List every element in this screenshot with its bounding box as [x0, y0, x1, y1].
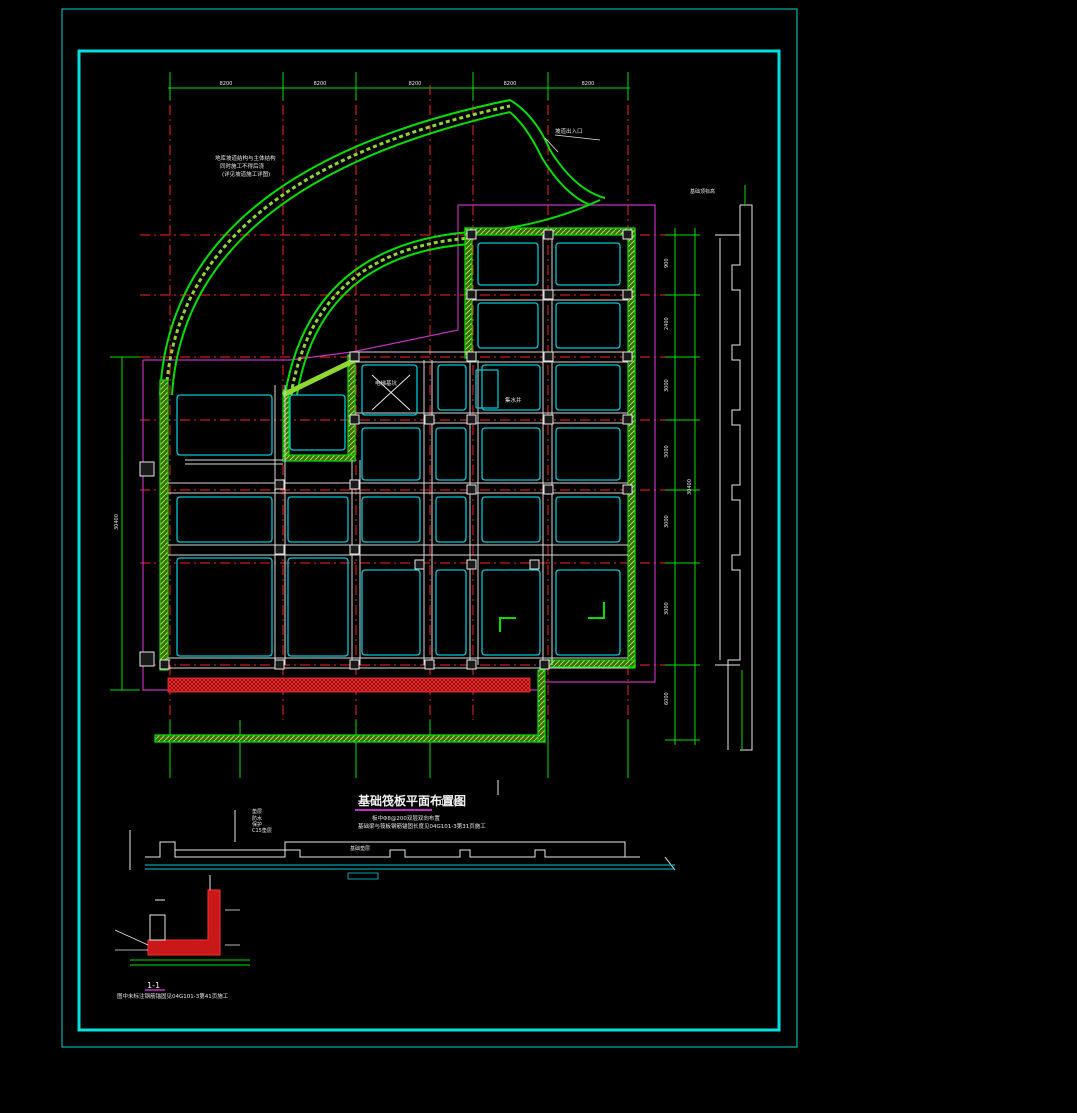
ramp-walls — [159, 99, 606, 396]
inner-sheet-frame — [77, 49, 781, 1032]
svg-text:保护: 保护 — [252, 821, 262, 828]
section-note: 图中未标注钢筋锚固见04G101-3第41页施工 — [117, 992, 229, 1000]
dim-label: 3000 — [664, 379, 670, 392]
diagonal-wall — [281, 357, 357, 398]
dim-label: 8200 — [314, 81, 327, 87]
drain-stub — [185, 459, 283, 465]
dim-total-label: 30400 — [687, 479, 693, 495]
dim-label: 8200 — [220, 81, 233, 87]
dim-label: 6000 — [664, 692, 670, 705]
right-dimension-labels: 900 2400 3000 3000 3000 3000 6000 30400 … — [114, 258, 693, 705]
ramp-entry-leader — [554, 134, 601, 141]
note-line: 板中Φ8@200双层双向布置 — [372, 814, 440, 822]
corner-marks — [499, 602, 605, 632]
ramp-entry-label: 坡道出入口 — [555, 127, 583, 135]
svg-text:C15垫层: C15垫层 — [252, 827, 272, 834]
drawing-scale: 1:100 — [440, 798, 463, 807]
elevation-label: 基础顶标高 — [690, 188, 715, 195]
ramp-note-line: 地库坡道结构与主体结构 — [215, 154, 276, 162]
top-dimension-labels: 8200 8200 8200 8200 8200 — [220, 81, 595, 87]
section-detail — [114, 875, 250, 966]
note-line: 基础梁与筏板钢筋锚固长度见04G101-3第31页施工 — [358, 822, 486, 830]
ramp-note-line: (详见坡道施工详图) — [222, 170, 270, 178]
raft-outline — [142, 204, 656, 691]
long-section-lines — [145, 864, 675, 870]
red-hatch-strip — [167, 677, 531, 693]
dim-total-label-left: 30400 — [114, 514, 120, 530]
foundation-beams — [168, 235, 628, 669]
drawing-title: 基础筏板平面布置图 — [357, 793, 466, 808]
svg-text:防水: 防水 — [252, 815, 262, 822]
profile-label: 基础垫层 — [350, 845, 370, 852]
dim-label: 8200 — [504, 81, 517, 87]
sump-pit-label: 集水井 — [505, 396, 522, 404]
elevation-marks — [741, 185, 746, 750]
dimension-lines — [110, 72, 700, 778]
ramp-note-line: 同时施工不得后浇 — [220, 162, 265, 170]
ramp-entry-leader-2 — [544, 137, 559, 153]
dim-label: 3000 — [664, 602, 670, 615]
columns — [139, 229, 633, 670]
profile-callout-box — [347, 872, 379, 880]
section-labels: 垫层 防水 保护 C15垫层 基础垫层 — [252, 808, 370, 852]
dim-label: 3000 — [664, 445, 670, 458]
slab-panels — [176, 242, 621, 657]
wall-elevation — [715, 204, 753, 751]
annotations: 地库坡道结构与主体结构 同时施工不得后浇 (详见坡道施工详图) 坡道出入口 电梯… — [215, 127, 583, 404]
elevator-pit — [371, 374, 411, 411]
elevator-pit-label: 电梯基坑 — [375, 379, 398, 387]
dim-label: 3000 — [664, 515, 670, 528]
dim-label: 8200 — [582, 81, 595, 87]
dim-label: 900 — [664, 258, 670, 268]
outer-sheet-frame — [61, 8, 798, 1048]
svg-text:垫层: 垫层 — [252, 808, 262, 815]
section-label: 1-1 — [147, 981, 160, 990]
long-section — [129, 810, 676, 871]
dim-label: 8200 — [409, 81, 422, 87]
axis-grid — [140, 85, 665, 720]
dim-label: 2400 — [664, 317, 670, 330]
